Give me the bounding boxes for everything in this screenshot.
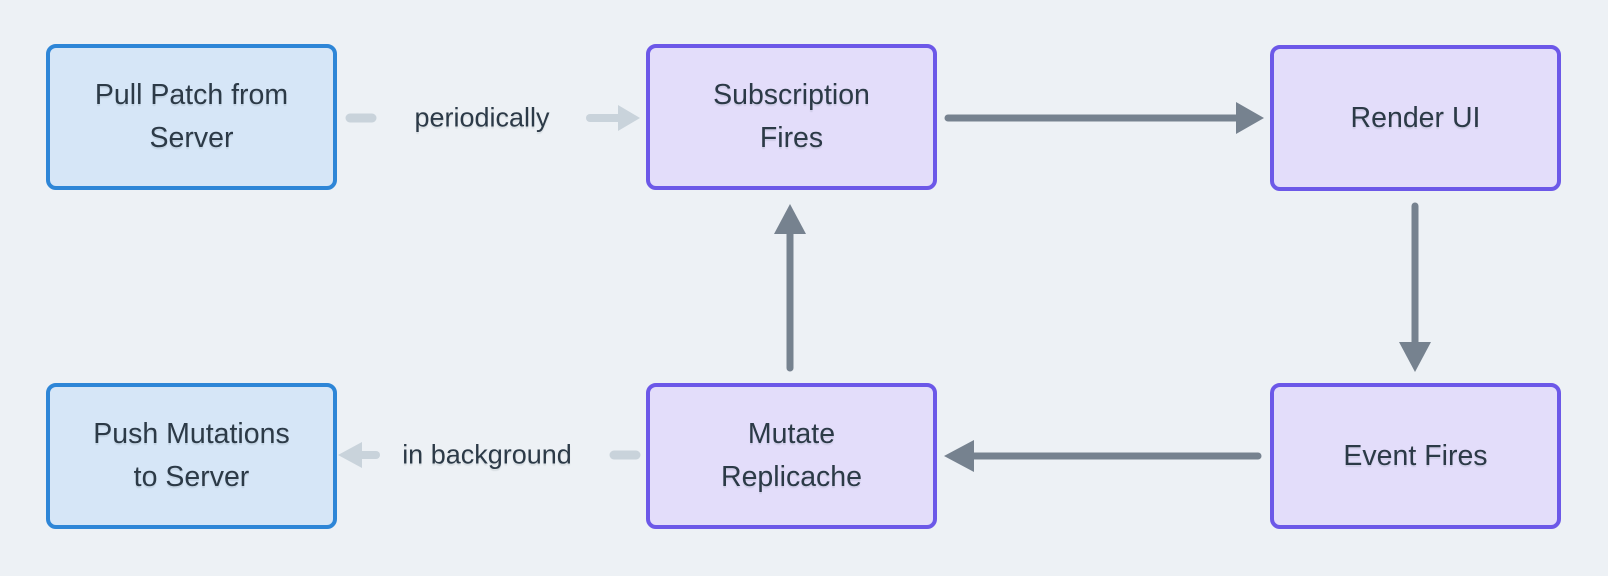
node-label-line: to Server xyxy=(133,461,250,493)
node-label-line: Replicache xyxy=(721,461,862,493)
node-render-ui: Render UI xyxy=(1270,45,1561,191)
node-label-line: Pull Patch from xyxy=(94,79,289,111)
node-subscription-fires: Subscription Fires xyxy=(646,44,937,190)
node-pull-patch-from-server: Pull Patch from Server xyxy=(46,44,337,190)
node-label-line: Subscription xyxy=(713,79,870,111)
edge-label-in-background: in background xyxy=(402,439,572,470)
node-event-fires: Event Fires xyxy=(1270,383,1561,529)
node-push-mutations-to-server: Push Mutations to Server xyxy=(46,383,337,529)
node-label-line: Server xyxy=(149,122,234,154)
arrow-mutate-replicache-to-subscription-fires xyxy=(774,204,806,372)
arrow-render-ui-to-event-fires xyxy=(1399,202,1431,372)
node-label-line: Render UI xyxy=(1350,101,1481,134)
arrow-event-fires-to-mutate-replicache xyxy=(944,440,1262,472)
arrow-subscription-fires-to-render-ui xyxy=(944,102,1264,134)
node-label-line: Event Fires xyxy=(1343,439,1488,472)
node-label-line: Mutate xyxy=(747,418,836,450)
edge-label-periodically: periodically xyxy=(414,102,550,133)
node-label-line: Push Mutations xyxy=(93,418,290,450)
node-mutate-replicache: Mutate Replicache xyxy=(646,383,937,529)
node-label-line: Fires xyxy=(759,122,824,154)
